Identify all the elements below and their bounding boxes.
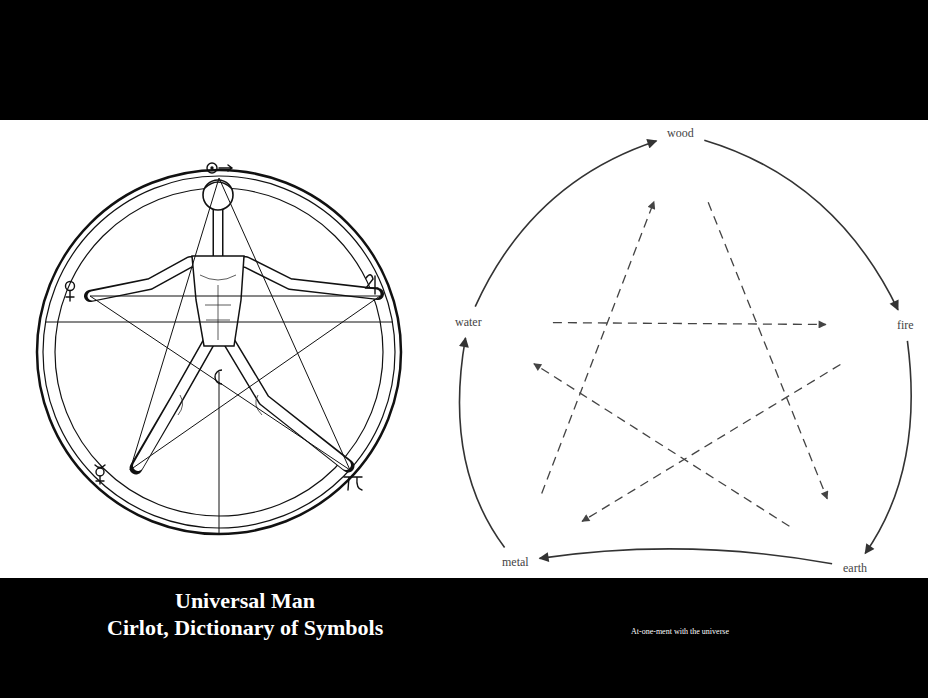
note-text: At-one-ment with the universe bbox=[631, 627, 729, 637]
knee-lines bbox=[178, 395, 262, 415]
right-leg bbox=[228, 340, 348, 466]
controlling-arrow bbox=[582, 365, 840, 522]
planet-symbols bbox=[66, 163, 379, 490]
venus-symbol bbox=[66, 282, 75, 291]
left-leg-fill bbox=[138, 340, 210, 466]
man-limbs-fill bbox=[92, 208, 376, 466]
venus-cross bbox=[66, 291, 74, 301]
element-label: wood bbox=[664, 125, 697, 141]
element-name: wood bbox=[667, 126, 694, 140]
controlling-arrow bbox=[534, 364, 790, 527]
pentagram bbox=[45, 178, 393, 534]
sun-arrow bbox=[219, 165, 232, 171]
generating-arrow bbox=[540, 549, 833, 564]
top-band bbox=[0, 0, 928, 120]
man-limbs-outline bbox=[90, 208, 378, 468]
chest-line bbox=[200, 275, 236, 280]
controlling-arrow bbox=[708, 202, 827, 498]
generating-arrow bbox=[865, 341, 911, 554]
right-leg-fill bbox=[228, 340, 346, 465]
left-leg bbox=[136, 340, 210, 468]
controlling-arrow bbox=[542, 202, 654, 494]
mercury-cross bbox=[96, 476, 104, 484]
generating-arrow bbox=[459, 338, 504, 548]
outer-ring bbox=[37, 170, 401, 534]
element-name: fire bbox=[897, 318, 914, 332]
saturn-symbol bbox=[344, 477, 362, 490]
belly-line bbox=[218, 285, 219, 340]
abdomen-lines bbox=[205, 305, 231, 320]
controlling-arrow bbox=[553, 323, 826, 325]
sun-symbol bbox=[207, 163, 217, 173]
element-name: water bbox=[455, 315, 482, 329]
mercury-horns bbox=[95, 465, 105, 468]
element-name: metal bbox=[502, 555, 529, 569]
torso bbox=[192, 256, 244, 346]
element-label: metal bbox=[499, 554, 532, 570]
caption-line: Universal Man bbox=[175, 588, 315, 614]
element-label: water bbox=[452, 314, 485, 330]
pentagram-lines bbox=[90, 178, 380, 470]
head bbox=[203, 180, 233, 210]
mercury-symbol bbox=[96, 468, 104, 476]
neck-fill bbox=[214, 208, 222, 258]
generating-arrow bbox=[475, 141, 656, 307]
element-label: earth bbox=[840, 560, 870, 576]
outer-rings bbox=[37, 170, 401, 534]
element-name: earth bbox=[843, 561, 867, 575]
neck bbox=[213, 208, 224, 258]
generating-arrow bbox=[704, 140, 898, 310]
jupiter-symbol bbox=[366, 275, 378, 294]
caption-line: Cirlot, Dictionary of Symbols bbox=[107, 615, 383, 641]
sun-dot bbox=[211, 167, 213, 169]
vertical-line bbox=[219, 372, 220, 534]
moon-symbol bbox=[215, 370, 222, 384]
element-label: fire bbox=[894, 317, 917, 333]
horizontal-line bbox=[45, 322, 393, 323]
